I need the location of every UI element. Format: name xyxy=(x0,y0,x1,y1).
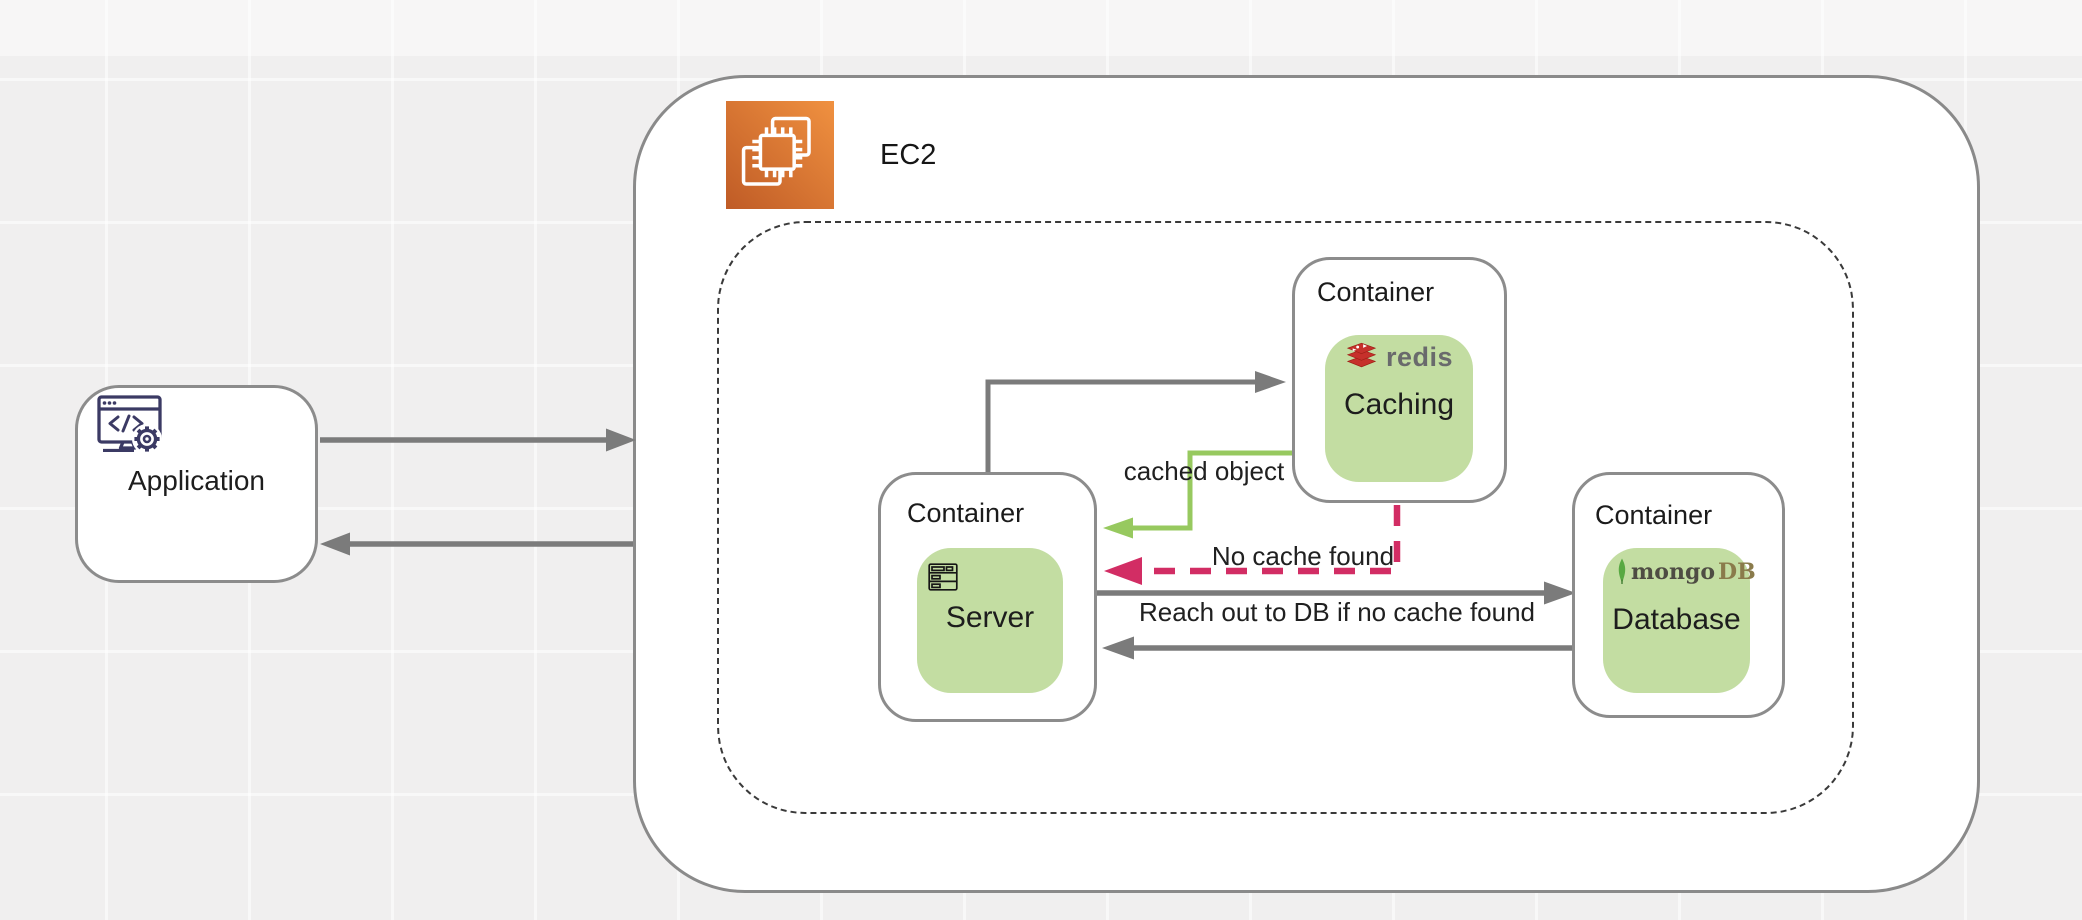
container-server-title: Container xyxy=(907,498,1025,528)
container-database-title: Container xyxy=(1595,500,1713,530)
database-label: Database xyxy=(1612,603,1741,636)
mongo-wordmark: mongo xyxy=(1631,558,1716,585)
edge-caching-to-server-no-cache[interactable] xyxy=(1104,505,1401,585)
caching-label: Caching xyxy=(1343,388,1455,421)
node-container-caching[interactable]: Container redis Caching xyxy=(1292,257,1507,503)
edge-label-no-cache-found: No cache found xyxy=(1211,541,1395,571)
edge-app-to-ec2-request[interactable] xyxy=(320,428,636,452)
app-window-code-gear-icon xyxy=(97,395,162,452)
ec2-label: EC2 xyxy=(880,138,937,171)
node-container-server[interactable]: Container Server xyxy=(878,472,1097,722)
server-service-box[interactable]: Server xyxy=(917,548,1063,693)
server-label: Server xyxy=(945,601,1035,634)
container-caching-title: Container xyxy=(1317,277,1435,307)
edge-label-reach-out-to-db: Reach out to DB if no cache found xyxy=(1138,597,1536,627)
edge-ec2-to-app-response[interactable] xyxy=(320,532,633,556)
edge-label-cached-object: cached object xyxy=(1123,456,1285,486)
ec2-chip-icon xyxy=(726,101,834,209)
redis-stack-icon xyxy=(1346,342,1377,368)
mongo-db-wordmark: DB xyxy=(1718,558,1756,585)
background-top-band xyxy=(0,0,2082,56)
redis-wordmark: redis xyxy=(1385,342,1454,372)
caching-service-box[interactable]: redis Caching xyxy=(1325,335,1473,482)
ec2-inner-dashed-boundary[interactable] xyxy=(717,221,1854,814)
mongodb-leaf-icon xyxy=(1618,558,1626,584)
edge-server-to-caching[interactable] xyxy=(985,371,1286,474)
edge-server-to-database[interactable] xyxy=(1097,581,1576,605)
node-application[interactable]: Application xyxy=(75,385,318,583)
edge-caching-to-server-cached-object[interactable] xyxy=(1103,450,1292,539)
redis-logo-row: redis xyxy=(1325,342,1473,373)
server-rack-icon xyxy=(928,563,958,591)
ec2-header: EC2 xyxy=(726,101,936,209)
application-label: Application xyxy=(128,465,265,496)
edge-database-to-server[interactable] xyxy=(1102,636,1572,660)
